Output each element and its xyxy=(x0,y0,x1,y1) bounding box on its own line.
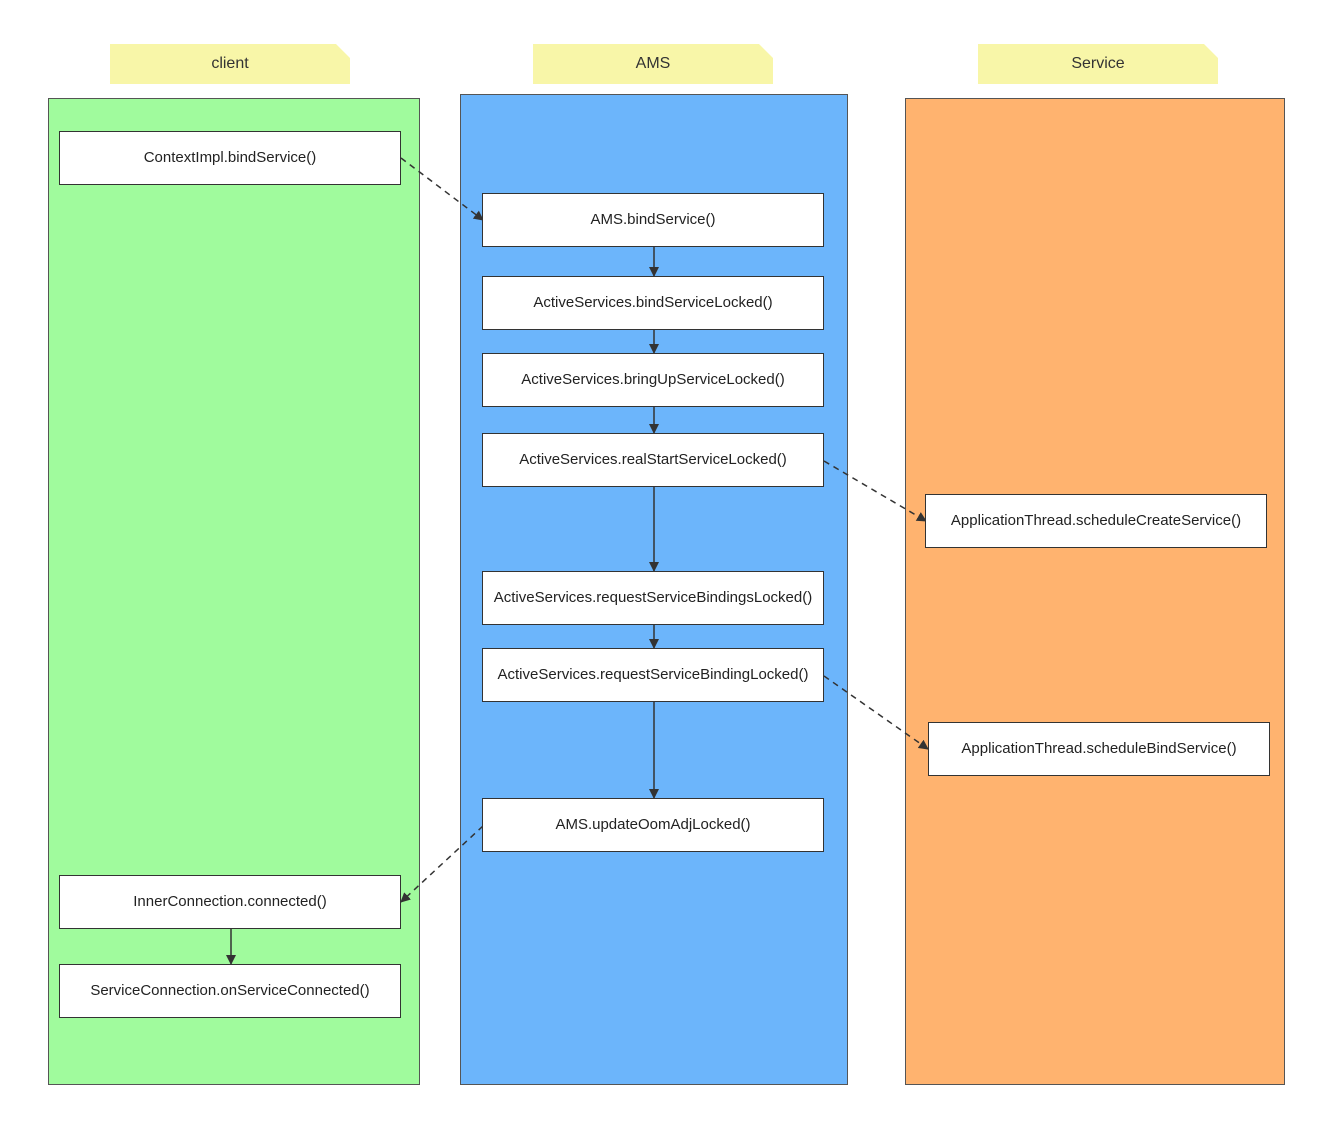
lane-service xyxy=(905,98,1285,1085)
node-real-start-service-locked: ActiveServices.realStartServiceLocked() xyxy=(482,433,824,487)
note-fold-icon xyxy=(1204,44,1218,58)
node-inner-connection-connected: InnerConnection.connected() xyxy=(59,875,401,929)
lane-title-client: client xyxy=(110,44,350,84)
node-service-connection-on-service-connected: ServiceConnection.onServiceConnected() xyxy=(59,964,401,1018)
lane-title-service: Service xyxy=(978,44,1218,84)
lane-title-ams: AMS xyxy=(533,44,773,84)
lane-title-service-label: Service xyxy=(1071,55,1125,72)
node-request-service-binding-locked: ActiveServices.requestServiceBindingLock… xyxy=(482,648,824,702)
node-bring-up-service-locked: ActiveServices.bringUpServiceLocked() xyxy=(482,353,824,407)
note-fold-icon xyxy=(759,44,773,58)
node-schedule-create-service: ApplicationThread.scheduleCreateService(… xyxy=(925,494,1267,548)
note-fold-icon xyxy=(336,44,350,58)
node-bind-service-locked: ActiveServices.bindServiceLocked() xyxy=(482,276,824,330)
node-context-bind-service: ContextImpl.bindService() xyxy=(59,131,401,185)
node-update-oom-adj-locked: AMS.updateOomAdjLocked() xyxy=(482,798,824,852)
node-schedule-bind-service: ApplicationThread.scheduleBindService() xyxy=(928,722,1270,776)
lane-title-client-label: client xyxy=(211,55,249,72)
node-ams-bind-service: AMS.bindService() xyxy=(482,193,824,247)
lane-title-ams-label: AMS xyxy=(635,55,671,72)
node-request-service-bindings-locked: ActiveServices.requestServiceBindingsLoc… xyxy=(482,571,824,625)
lane-client xyxy=(48,98,420,1085)
